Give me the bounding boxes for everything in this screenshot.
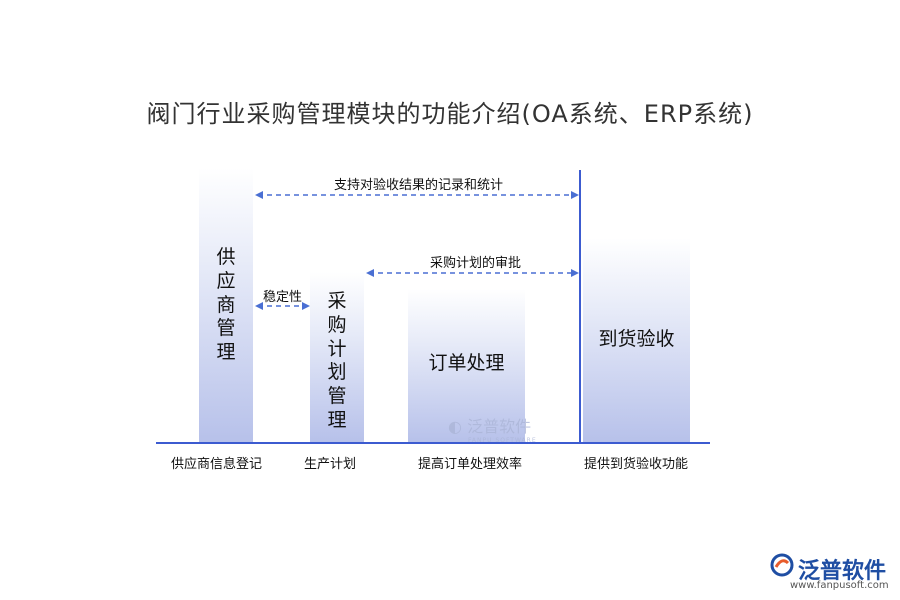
bar-label-arrival: 到货验收 (598, 328, 675, 350)
bottom-label-supplier: 供应商信息登记 (171, 457, 263, 472)
arrowhead-small-right (302, 302, 310, 310)
arrow-label-top: 支持对验收结果的记录和统计 (334, 178, 504, 193)
bar-purchase-plan: 采 购 计 划 管 理 (310, 272, 364, 442)
bar-arrival-inspection: 到货验收 (583, 238, 690, 442)
arrowhead-middle-left (366, 269, 374, 277)
arrowhead-top-right (571, 191, 579, 199)
arrowhead-small-left (255, 302, 263, 310)
baseline (156, 442, 710, 444)
watermark-icon: ◐ (448, 417, 462, 436)
arrow-label-middle: 采购计划的审批 (430, 256, 522, 271)
bottom-label-arrival: 提供到货验收功能 (584, 457, 689, 472)
page-title: 阀门行业采购管理模块的功能介绍(OA系统、ERP系统) (146, 100, 754, 128)
watermark-name: 泛普软件 (467, 417, 532, 436)
bar-order-processing: 订单处理 (408, 289, 525, 442)
divider-line (579, 170, 581, 442)
logo-url: www.fanpusoft.com (790, 580, 889, 591)
watermark: ◐ 泛普软件 FANPU SOFTWARE (448, 413, 537, 444)
bottom-label-order-efficiency: 提高订单处理效率 (418, 457, 523, 472)
bar-label-order: 订单处理 (428, 352, 505, 374)
watermark-sub: FANPU SOFTWARE (468, 437, 537, 444)
bar-label-supplier: 供 应 商 管 理 (216, 246, 236, 363)
bar-supplier-management: 供 应 商 管 理 (199, 168, 253, 442)
logo-name: 泛普软件 (798, 559, 887, 584)
arrowhead-middle-right (571, 269, 579, 277)
arrowhead-top-left (255, 191, 263, 199)
arrow-label-small: 稳定性 (263, 290, 303, 305)
logo-icon (770, 553, 794, 577)
bar-label-purchase-plan: 采 购 计 划 管 理 (327, 290, 347, 431)
bottom-label-production: 生产计划 (304, 457, 357, 472)
